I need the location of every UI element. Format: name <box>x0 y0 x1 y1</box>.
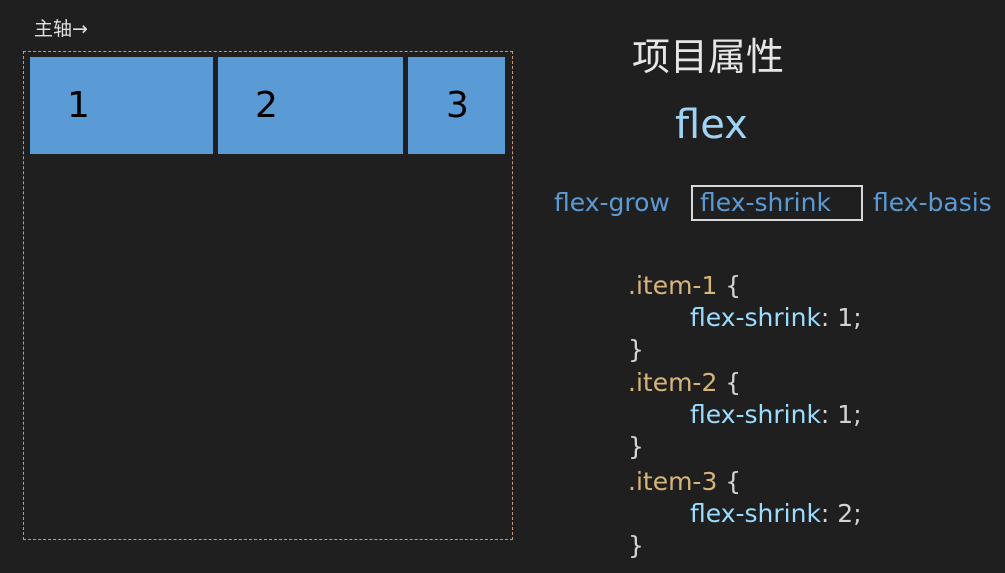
tab-flex-grow[interactable]: flex-grow <box>554 188 670 217</box>
code-line: .item-3 { <box>628 466 741 498</box>
css-property: flex-shrink <box>690 400 821 429</box>
code-line: } <box>628 531 644 560</box>
code-line: .item-2 { <box>628 367 741 399</box>
tab-flex-basis[interactable]: flex-basis <box>873 188 992 217</box>
css-property: flex-shrink <box>690 303 821 332</box>
css-value: : 2; <box>820 499 862 528</box>
item-label: 1 <box>67 85 90 126</box>
code-line: flex-shrink: 2; <box>690 498 862 530</box>
main-axis-label: 主轴→ <box>34 18 88 40</box>
css-selector: .item-2 <box>628 368 718 397</box>
code-line: .item-1 { <box>628 270 741 302</box>
item-label: 3 <box>446 85 469 126</box>
tab-flex-shrink[interactable]: flex-shrink <box>691 185 863 221</box>
css-selector: .item-1 <box>628 271 718 300</box>
flex-item-1: 1 <box>30 57 213 154</box>
flex-item-3: 3 <box>408 57 505 154</box>
css-selector: .item-3 <box>628 467 718 496</box>
code-line: flex-shrink: 1; <box>690 302 862 334</box>
page-title: 项目属性 <box>632 35 785 79</box>
brace: { <box>717 467 742 496</box>
css-value: : 1; <box>820 303 862 332</box>
css-value: : 1; <box>820 400 862 429</box>
section-subtitle: flex <box>675 102 748 148</box>
code-line: } <box>628 335 644 364</box>
brace: { <box>717 368 742 397</box>
code-line: flex-shrink: 1; <box>690 399 862 431</box>
brace: { <box>717 271 742 300</box>
flex-container <box>23 51 513 540</box>
css-property: flex-shrink <box>690 499 821 528</box>
code-line: } <box>628 432 644 461</box>
item-label: 2 <box>255 85 278 126</box>
flex-item-2: 2 <box>218 57 403 154</box>
